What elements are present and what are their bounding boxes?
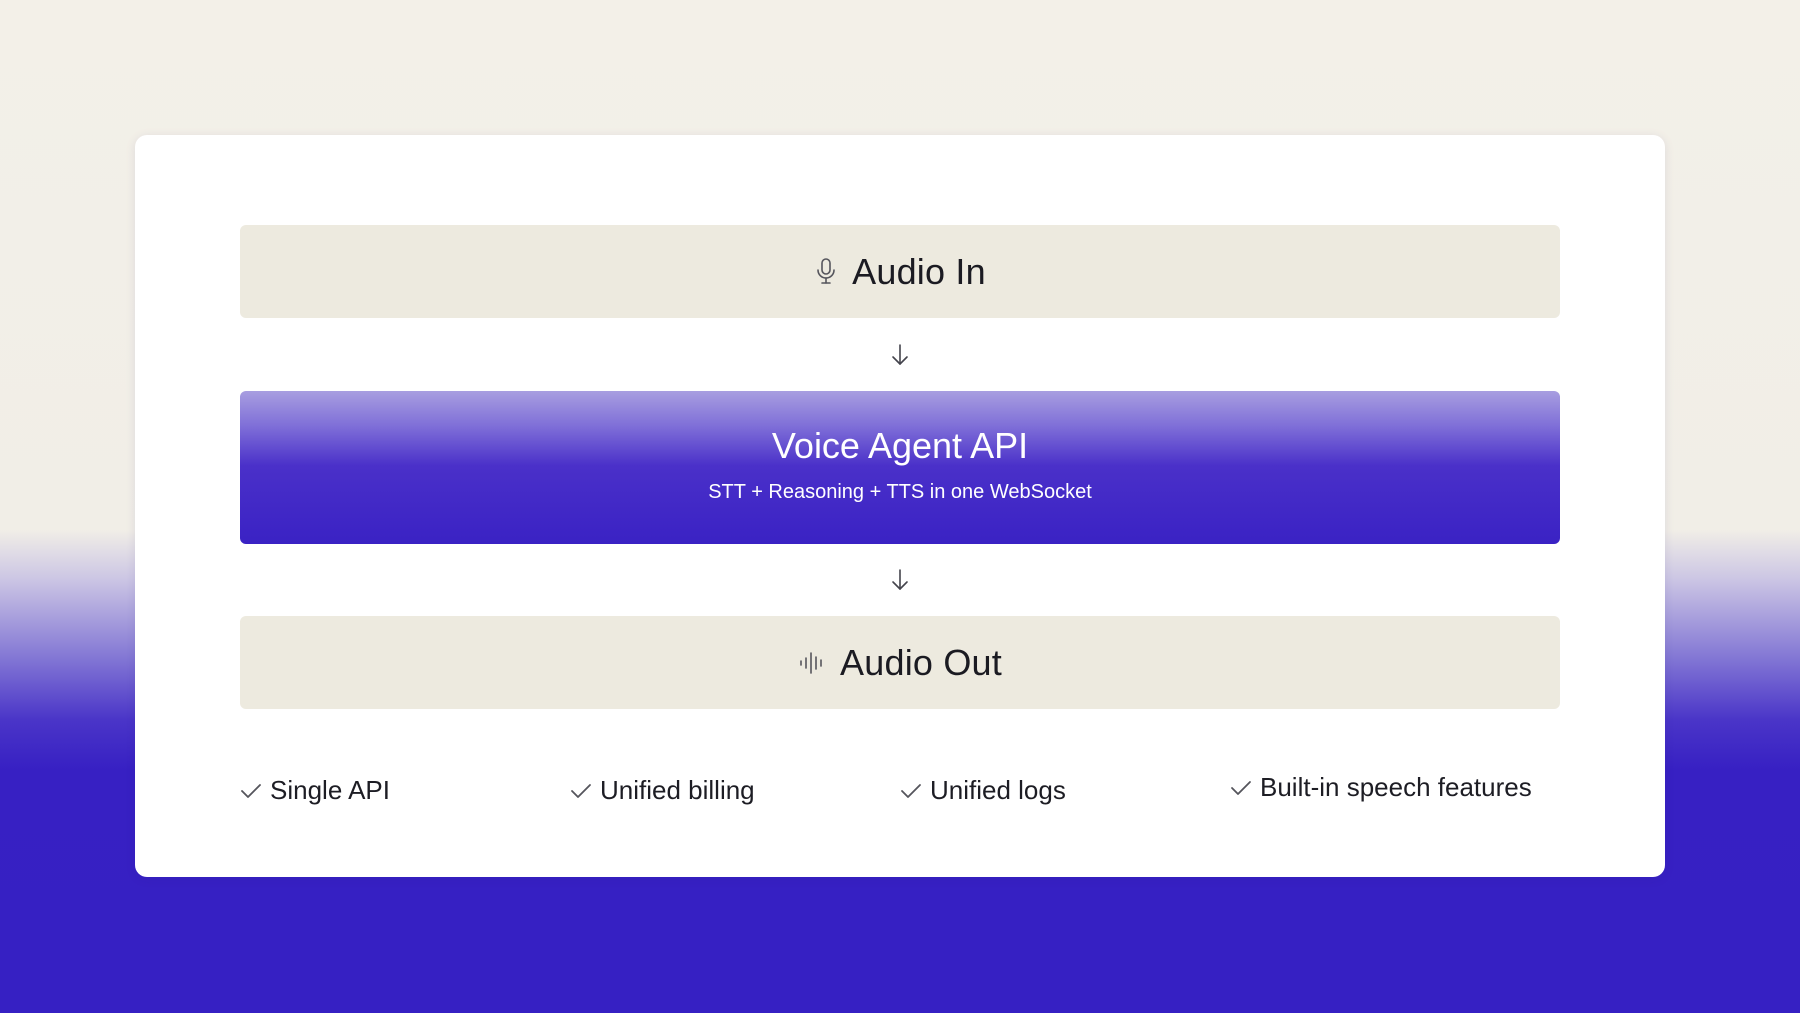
arrow-down-icon [890, 343, 910, 367]
feature-item: Unified logs [900, 775, 1066, 806]
feature-label: Single API [270, 775, 390, 805]
voice-agent-title: Voice Agent API [771, 425, 1029, 466]
feature-label: Unified logs [930, 775, 1066, 805]
waveform-icon [798, 650, 826, 676]
microphone-icon [814, 257, 838, 287]
voice-agent-api-box: Voice Agent API STT + Reasoning + TTS in… [240, 391, 1560, 544]
feature-label: Built-in speech features [1260, 772, 1532, 802]
audio-in-box: Audio In [240, 225, 1560, 318]
check-icon [571, 783, 591, 798]
check-icon [901, 783, 921, 798]
feature-label: Unified billing [600, 775, 755, 805]
arrow-down-icon [890, 568, 910, 592]
diagram-card: Audio In Voice Agent API STT + Reasoning… [135, 135, 1665, 877]
audio-in-label: Audio In [852, 250, 986, 292]
audio-out-box: Audio Out [240, 616, 1560, 709]
feature-item: Unified billing [570, 775, 755, 806]
audio-out-label: Audio Out [840, 641, 1002, 683]
feature-item: Single API [240, 775, 390, 806]
check-icon [1231, 780, 1251, 795]
check-icon [241, 783, 261, 798]
feature-list: Single API Unified billing Unified logs … [135, 772, 1665, 815]
feature-item: Built-in speech features [1230, 772, 1532, 803]
voice-agent-subtitle: STT + Reasoning + TTS in one WebSocket [708, 481, 1092, 503]
